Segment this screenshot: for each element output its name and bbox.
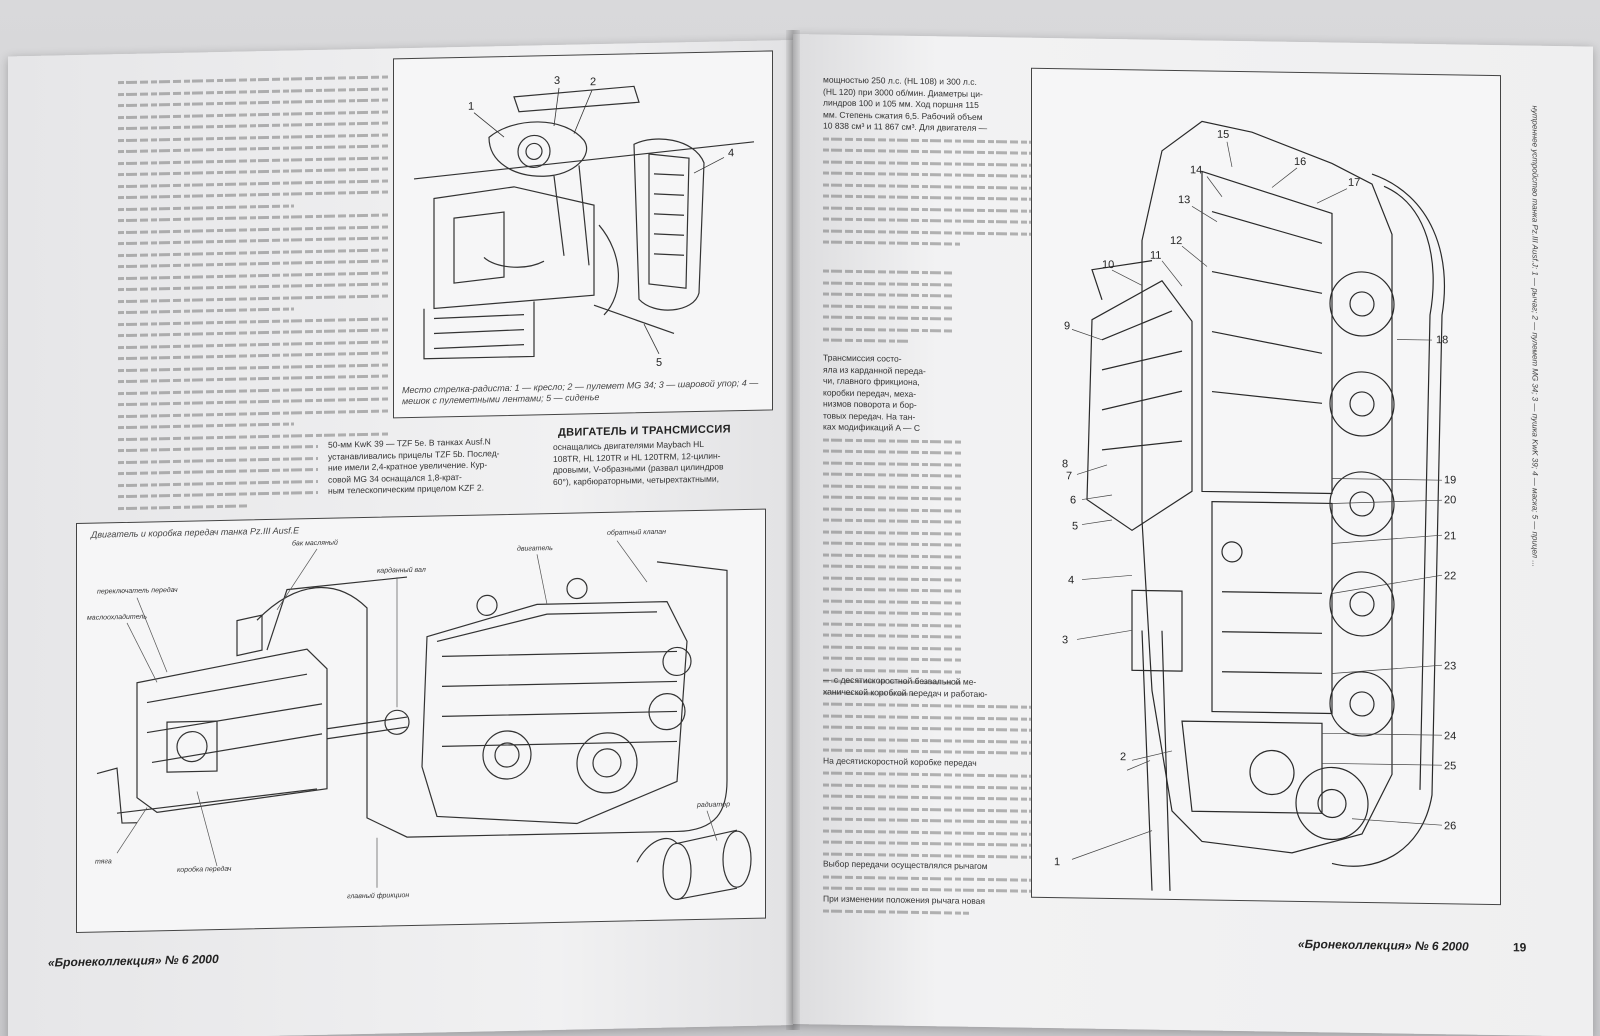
mid-right-text: оснащались двигателями Maybach HL 108TR,… [553,437,788,488]
engine-transmission-figure: Двигатель и коробка передач танка Pz.III… [76,508,766,934]
right-text-column-narrow [823,264,953,347]
callout-4: 4 [728,147,734,159]
callout-1: 1 [468,101,474,113]
left-lower-text-column [118,440,318,513]
tank-cutaway-drawing: 1 2 3 4 5 6 7 8 9 10 11 12 13 14 15 16 1… [1054,120,1456,891]
mid-left-text: 50-мм KwK 39 — TZF 5e. В танках Ausf.N у… [328,435,548,497]
callout-23: 23 [1444,660,1456,672]
left-footer: «Бронеколлекция» № 6 2000 [48,952,219,970]
callout-2: 2 [1120,751,1126,763]
callout-9: 9 [1064,320,1070,332]
left-top-text-column [118,70,388,444]
label-engine: двигатель [517,544,553,553]
right-page: мощностью 250 л.с. (HL 108) и 300 л.с. (… [793,34,1593,1036]
callout-6: 6 [1070,494,1076,506]
callout-13: 13 [1178,194,1190,206]
callout-24: 24 [1444,730,1456,742]
callout-18: 18 [1436,334,1448,346]
callout-5: 5 [656,357,662,369]
label-oil-tank: бак масляный [292,539,338,548]
callout-3: 3 [554,75,560,87]
callout-10: 10 [1102,259,1114,271]
callout-5: 5 [1072,520,1078,532]
callout-12: 12 [1170,235,1182,247]
label-rod: тяга [95,858,112,865]
right-text-bottom: — с десятискоростной безвальной ме- хани… [823,674,1048,919]
label-main-clutch: главный фрикцион [347,891,409,900]
cutaway-caption-text: Внутреннее устройство танка Pz.III Ausf.… [1530,105,1540,568]
callout-2: 2 [590,76,596,88]
callout-19: 19 [1444,474,1456,486]
label-gearbox: коробка передач [177,865,232,874]
callout-7: 7 [1066,470,1072,482]
callout-16: 16 [1294,156,1306,168]
callout-1: 1 [1054,856,1060,868]
callout-8: 8 [1062,458,1068,470]
page-gutter [786,30,800,1030]
callout-22: 22 [1444,570,1456,582]
gunner-station-drawing: 1 2 3 4 5 [413,75,755,369]
label-oil-cooler: маслоохладитель [87,613,147,622]
callout-14: 14 [1190,164,1202,176]
right-text-column-top: мощностью 250 л.с. (HL 108) и 300 л.с. (… [823,74,1033,250]
left-page: 1 2 3 4 5 Место стрелка-радиста: 1 — кре… [8,40,793,1036]
right-footer: «Бронеколлекция» № 6 2000 [1298,936,1469,954]
callout-15: 15 [1217,129,1229,141]
label-propeller-shaft: карданный вал [377,566,426,575]
cutaway-side-caption: Внутреннее устройство танка Pz.III Ausf.… [1505,105,1565,926]
right-text-transmission: Трансмиссия состо- яла из карданной пере… [823,352,963,699]
callout-20: 20 [1444,494,1456,506]
label-check-valve: обратный клапан [607,528,666,537]
engine-transmission-drawing: бак масляный карданный вал двигатель обр… [87,528,752,900]
label-gear-selector: переключатель передач [97,586,178,596]
section-heading: ДВИГАТЕЛЬ И ТРАНСМИССИЯ [558,423,731,439]
callout-21: 21 [1444,530,1456,542]
label-radiator: радиатор [696,800,730,809]
callout-26: 26 [1444,820,1456,832]
page-number: 19 [1513,940,1527,955]
callout-3: 3 [1062,634,1068,646]
gunner-station-figure: 1 2 3 4 5 Место стрелка-радиста: 1 — кре… [393,50,773,419]
callout-17: 17 [1348,177,1360,189]
callout-11: 11 [1150,250,1161,262]
callout-4: 4 [1068,574,1074,586]
callout-25: 25 [1444,760,1456,772]
tank-cutaway-figure: 1 2 3 4 5 6 7 8 9 10 11 12 13 14 15 16 1… [1031,67,1501,906]
